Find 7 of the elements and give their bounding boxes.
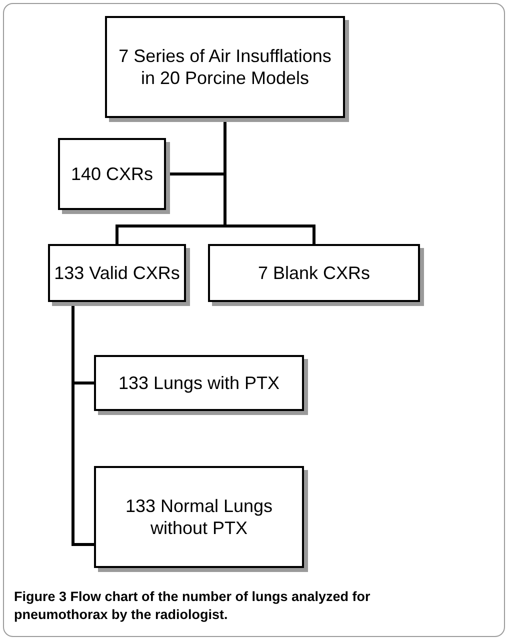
- box-label: 133 Valid CXRs: [54, 262, 180, 284]
- box-label: 133 Lungs with PTX: [118, 372, 280, 394]
- box-label: 7 Series of Air Insufflations in 20 Porcine Models: [118, 45, 332, 89]
- box-label: 140 CXRs: [70, 163, 154, 185]
- box-label: 7 Blank CXRs: [258, 262, 370, 284]
- box-label: 133 Normal Lungs without PTX: [124, 495, 274, 539]
- figure-caption: Figure 3 Flow chart of the number of lungs analyzed for pneumothorax by the radiologist.: [14, 588, 372, 624]
